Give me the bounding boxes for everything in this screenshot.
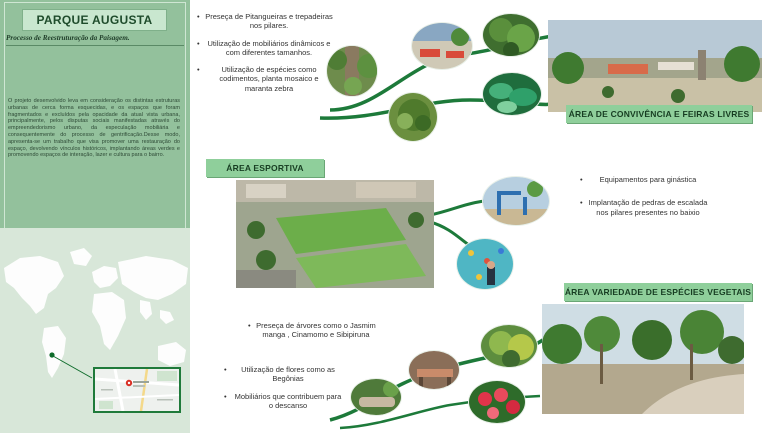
photo-street-furniture	[411, 22, 473, 70]
esportiva-title: ÁREA ESPORTIVA	[226, 163, 304, 173]
list-item: Utilização de espécies como codimentos, …	[197, 65, 333, 93]
esportiva-bullets: Equipamentos para ginástica Implantação …	[580, 175, 708, 217]
photo-maranta-leaves	[482, 72, 542, 116]
world-map	[4, 248, 188, 379]
photo-lounge-furniture	[350, 378, 402, 416]
list-item: Preseça de árvores como o Jasmim manga ,…	[248, 321, 376, 340]
list-item: Utilização de mobiliários dinâmicos e co…	[197, 39, 333, 58]
title-box: PARQUE AUGUSTA	[22, 9, 167, 31]
photo-tree-canopy	[480, 324, 538, 368]
photo-bench	[408, 350, 460, 390]
photo-gym-equipment	[482, 176, 550, 226]
vegetais-bullets: Preseça de árvores como o Jasmim manga ,…	[248, 321, 376, 340]
vegetais-title: ÁREA VARIEDADE DE ESPÉCIES VEGETAIS	[564, 287, 752, 297]
list-item: Implantação de pedras de escalada nos pi…	[580, 198, 708, 217]
page-subtitle: Processo de Reestruturação da Paisagem.	[6, 34, 130, 42]
photo-vegetais-render	[542, 304, 744, 414]
project-description: O projeto desenvolvido leva em considera…	[8, 98, 180, 159]
page-title: PARQUE AUGUSTA	[36, 13, 153, 27]
vegetais-bullets-2: Utilização de flores como as Begônias Mo…	[224, 365, 344, 411]
convivencia-header: ÁREA DE CONVIVÊNCIA E FEIRAS LIVRES	[566, 105, 752, 123]
subtitle-divider	[6, 45, 184, 46]
list-item: Mobiliários que contribuem para o descan…	[224, 392, 344, 411]
convivencia-bullets: Preseça de Pitangueiras e trepadeiras no…	[197, 12, 333, 93]
photo-convivencia-render	[548, 20, 762, 112]
photo-pitangueira-trunk	[326, 45, 378, 97]
photo-esportiva-aerial	[236, 180, 434, 288]
photo-mosaic-plant	[388, 92, 438, 142]
google-map-thumbnail	[93, 367, 181, 413]
photo-climbing-wall	[456, 238, 514, 290]
esportiva-header: ÁREA ESPORTIVA	[206, 159, 324, 177]
convivencia-title: ÁREA DE CONVIVÊNCIA E FEIRAS LIVRES	[568, 109, 750, 119]
list-item: Equipamentos para ginástica	[580, 175, 708, 185]
photo-shrub	[482, 13, 540, 57]
list-item: Utilização de flores como as Begônias	[224, 365, 344, 384]
photo-begonias	[468, 380, 526, 424]
list-item: Preseça de Pitangueiras e trepadeiras no…	[197, 12, 333, 31]
vegetais-header: ÁREA VARIEDADE DE ESPÉCIES VEGETAIS	[564, 283, 752, 301]
